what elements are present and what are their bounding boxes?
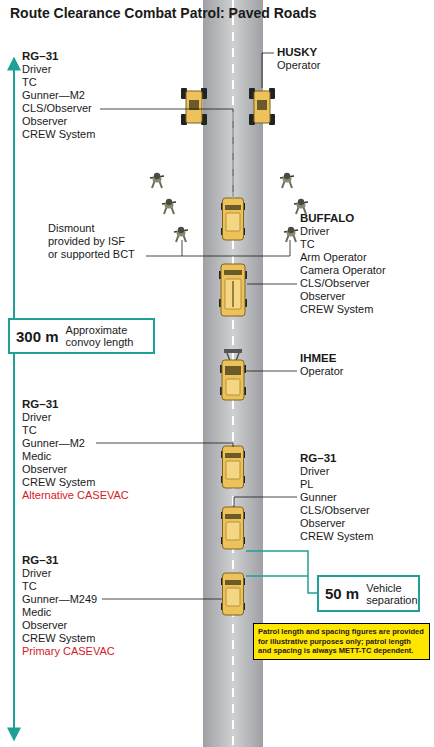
leader-line xyxy=(96,443,233,447)
dismount-soldier xyxy=(162,199,176,214)
crew-role: Driver xyxy=(300,225,329,238)
crew-role: CREW System xyxy=(300,530,373,543)
husky-vehicle xyxy=(249,88,275,125)
leader-line xyxy=(262,53,274,88)
dismount-soldier xyxy=(284,227,298,242)
crew-role: Gunner—M2 xyxy=(22,437,85,450)
dimension-box: 300 m Approximate convoy length xyxy=(8,318,155,354)
crew-role: Driver xyxy=(22,63,51,76)
crew-role: Gunner—M249 xyxy=(22,593,97,606)
dimension-line xyxy=(246,575,308,577)
length-arrow xyxy=(13,58,15,740)
crew-role: Observer xyxy=(22,115,67,128)
leader-line xyxy=(146,240,290,256)
crew-role: Medic xyxy=(22,450,51,463)
crew-role: PL xyxy=(300,478,313,491)
dimension-caption: Approximate convoy length xyxy=(66,324,144,348)
crew-role: Driver xyxy=(22,567,51,580)
crew-role: Observer xyxy=(22,619,67,632)
crew-role: Observer xyxy=(300,290,345,303)
dismount-note: or supported BCT xyxy=(48,248,135,261)
dismount-soldier xyxy=(294,199,308,214)
vehicle-name: BUFFALO xyxy=(300,212,354,225)
note-box: Patrol length and spacing figures are pr… xyxy=(253,623,430,660)
crew-role: TC xyxy=(22,580,37,593)
rg31-vehicle xyxy=(221,198,245,240)
dismount-note: provided by ISF xyxy=(48,235,125,248)
crew-role: Medic xyxy=(22,606,51,619)
leader-line xyxy=(247,284,297,285)
crew-role: Driver xyxy=(22,411,51,424)
dismount-soldier xyxy=(280,173,294,188)
rg31-vehicle xyxy=(221,507,245,549)
crew-role: TC xyxy=(22,76,37,89)
crew-role: CLS/Observer xyxy=(22,102,92,115)
rg31-vehicle xyxy=(221,446,245,488)
vehicle-name: RG–31 xyxy=(22,50,58,63)
leader-line xyxy=(100,109,233,197)
dimension-box: 50 m Vehicle separation xyxy=(317,575,420,612)
crew-role: Gunner xyxy=(300,491,337,504)
vehicle-name: HUSKY xyxy=(277,46,317,59)
dismount-note: Dismount xyxy=(48,222,94,235)
buffalo-vehicle xyxy=(219,264,247,316)
dimension-caption: Vehicle separation xyxy=(366,582,417,606)
leader-line xyxy=(246,371,297,372)
leader-line xyxy=(234,497,297,507)
crew-role: CREW System xyxy=(300,303,373,316)
husky-vehicle xyxy=(181,88,207,125)
vehicle-name: RG–31 xyxy=(300,452,336,465)
crew-role: CLS/Observer xyxy=(300,277,370,290)
crew-role: CLS/Observer xyxy=(300,504,370,517)
rg31-vehicle xyxy=(221,573,245,615)
crew-role: Operator xyxy=(277,59,320,72)
dimension-line xyxy=(246,551,317,593)
ihmee-vehicle xyxy=(220,349,246,400)
diagram-title: Route Clearance Combat Patrol: Paved Roa… xyxy=(10,5,317,21)
crew-role: CREW System xyxy=(22,476,95,489)
crew-role: Observer xyxy=(300,517,345,530)
vehicle-name: RG–31 xyxy=(22,398,58,411)
crew-role: Gunner—M2 xyxy=(22,89,85,102)
casevac-role: Primary CASEVAC xyxy=(22,645,115,658)
dismount-soldier xyxy=(150,173,164,188)
dismount-soldier xyxy=(174,227,188,242)
crew-role: Observer xyxy=(22,463,67,476)
crew-role: TC xyxy=(300,238,315,251)
casevac-role: Alternative CASEVAC xyxy=(22,489,129,502)
crew-role: Driver xyxy=(300,465,329,478)
crew-role: CREW System xyxy=(22,632,95,645)
dimension-value: 300 m xyxy=(16,328,59,345)
dimension-value: 50 m xyxy=(325,585,359,602)
crew-role: TC xyxy=(22,424,37,437)
leader-line xyxy=(102,599,222,600)
vehicle-name: RG–31 xyxy=(22,554,58,567)
crew-role: Arm Operator xyxy=(300,251,367,264)
crew-role: Operator xyxy=(300,365,343,378)
note-text: Patrol length and spacing figures are pr… xyxy=(258,627,425,656)
crew-role: Camera Operator xyxy=(300,264,386,277)
crew-role: CREW System xyxy=(22,128,95,141)
vehicle-name: IHMEE xyxy=(300,352,336,365)
